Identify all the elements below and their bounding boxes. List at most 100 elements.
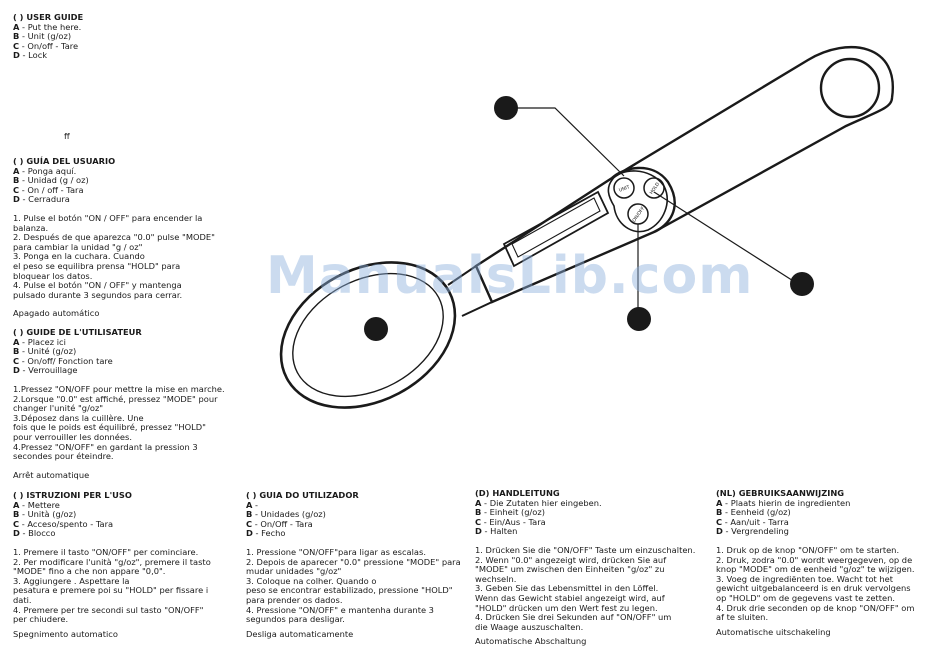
- item-a: A -: [246, 499, 259, 510]
- step-line: para cambiar la unidad "g / oz": [13, 241, 143, 252]
- unit-button-label: UNIT: [618, 184, 631, 193]
- item-b: B - Unité (g/oz): [13, 346, 77, 357]
- handle-hole: [819, 57, 881, 119]
- callout-marker-hold: [627, 307, 651, 331]
- guide-footer: Automatische Abschaltung: [475, 636, 587, 647]
- guide-pt: ( ) GUIA DO UTILIZADOR A - B - Unidades …: [246, 490, 461, 639]
- item-d: D - Blocco: [13, 528, 56, 539]
- guide-heading: ( ) GUÍA DEL USUARIO: [13, 156, 116, 166]
- step-line: changer l'unité "g/oz": [13, 403, 104, 414]
- step-line: 3. Coloque na colher. Quando o: [246, 575, 377, 586]
- step-line: pulsado durante 3 segundos para cerrar.: [13, 289, 183, 300]
- step-line: 2. Per modificare l'unità "g/oz", premer…: [13, 556, 211, 567]
- step-line: 1. Pressione "ON/OFF"para ligar as escal…: [246, 546, 426, 557]
- guide-heading: (NL) GEBRUIKSAANWIJZING: [716, 488, 845, 498]
- step-line: 2. Wenn "0.0" angezeigt wird, drücken Si…: [475, 554, 667, 565]
- step-line: secondes pour éteindre.: [13, 451, 114, 462]
- item-b: B - Unità (g/oz): [13, 509, 77, 520]
- guide-heading: ( ) GUIA DO UTILIZADOR: [246, 490, 359, 500]
- step-line: peso se encontrar estabilizado, pression…: [246, 585, 453, 596]
- button-cluster: [607, 170, 668, 233]
- step-line: 3.Déposez dans la cuillère. Une: [13, 412, 144, 423]
- step-line: 2. Depois de aparecer "0.0" pressione "M…: [246, 556, 461, 567]
- item-c: C - Acceso/spento - Tara: [13, 518, 114, 529]
- lcd-frame: [502, 190, 610, 268]
- handle-lower-edge: [653, 97, 894, 234]
- guide-fr: ( ) GUIDE DE L'UTILISATEUR A - Placez ic…: [13, 327, 225, 480]
- guide-footer: Automatische uitschakeling: [716, 626, 831, 637]
- item-b: B - Unidad (g / oz): [13, 175, 89, 186]
- item-b: B - Unit (g/oz): [13, 31, 72, 42]
- step-line: 1. Pulse el botón "ON / OFF" para encend…: [13, 212, 203, 223]
- step-line: 4. Drücken Sie drei Sekunden auf "ON/OFF…: [475, 612, 672, 623]
- watermark: ManualsLib.com: [266, 246, 754, 306]
- step-line: op "HOLD" om de gegevens vast te zetten.: [716, 592, 895, 603]
- item-c: C - On / off - Tara: [13, 184, 84, 195]
- item-a: A - Put the here.: [13, 21, 82, 32]
- step-line: 1.Pressez "ON/OFF pour mettre la mise en…: [13, 383, 225, 394]
- guide-de: (D) HANDLEITUNG A - Die Zutaten hier ein…: [475, 488, 696, 647]
- guide-nl: (NL) GEBRUIKSAANWIJZING A - Plaats hieri…: [716, 488, 915, 637]
- step-line: 1. Drücken Sie die "ON/OFF" Taste um ein…: [475, 544, 696, 555]
- guide-footer: Desliga automaticamente: [246, 628, 354, 639]
- item-a: A - Plaats hierin de ingredienten: [716, 497, 851, 508]
- step-line: 1. Premere il tasto "ON/OFF" per cominci…: [13, 546, 199, 557]
- guide-heading: ( ) GUIDE DE L'UTILISATEUR: [13, 327, 142, 337]
- step-line: el peso se equilibra prensa "HOLD" para: [13, 260, 181, 271]
- step-line: knop "MODE" om de eenheid "g/oz" te wijz…: [716, 564, 915, 575]
- step-line: 3. Voeg de ingrediënten toe. Wacht tot h…: [716, 573, 894, 584]
- unit-button[interactable]: [613, 177, 635, 199]
- step-line: 4. Pressione "ON/OFF" e mantenha durante…: [246, 604, 434, 615]
- step-line: 4. Premere per tre secondi sul tasto "ON…: [13, 604, 204, 615]
- step-line: 3. Ponga en la cuchara. Cuando: [13, 251, 145, 262]
- item-c: C - Aan/uit - Tarra: [716, 516, 789, 527]
- callout-marker-unit: [494, 96, 518, 120]
- item-d: D - Halten: [475, 526, 518, 537]
- callout-marker-bowl: [364, 317, 388, 341]
- step-line: 3. Geben Sie das Lebensmittel in den Löf…: [475, 583, 659, 594]
- item-c: C - On/Off - Tara: [246, 518, 313, 529]
- handle-upper-edge: [611, 46, 895, 180]
- step-line: 2. Después de que aparezca "0.0" pulse "…: [13, 232, 215, 243]
- item-a: A - Mettere: [13, 499, 60, 510]
- step-line: "HOLD" drücken um den Wert fest zu legen…: [475, 602, 658, 613]
- hold-button-label: HOLD: [649, 181, 662, 196]
- item-d: D - Cerradura: [13, 194, 70, 205]
- step-line: per chiudere.: [13, 614, 69, 625]
- guide-footer: Spegnimento automatico: [13, 628, 118, 639]
- leader-line-a: [514, 107, 625, 177]
- step-line: pesatura e premere poi su "HOLD" per fis…: [13, 585, 209, 596]
- stray-text: ff: [64, 131, 70, 141]
- guide-es: ( ) GUÍA DEL USUARIO A - Ponga aquí. B -…: [13, 156, 215, 319]
- guide-heading: (D) HANDLEITUNG: [475, 488, 560, 498]
- lcd-screen: [511, 197, 601, 258]
- item-c: C - On/off - Tare: [13, 40, 79, 51]
- step-line: 4. Druk drie seconden op de knop "ON/OFF…: [716, 602, 915, 613]
- item-d: D - Vergrendeling: [716, 526, 789, 537]
- step-line: af te sluiten.: [716, 612, 769, 623]
- step-line: dati.: [13, 594, 32, 605]
- step-line: "MODE" fino a che non appare "0,0".: [13, 566, 166, 577]
- item-d: D - Fecho: [246, 528, 286, 539]
- step-line: 2. Druk, zodra "0.0" wordt weergegeven, …: [716, 554, 913, 565]
- step-line: 4.Pressez "ON/OFF" en gardant la pressio…: [13, 441, 198, 452]
- step-line: 2.Lorsque "0.0" est affiché, pressez "MO…: [13, 393, 218, 404]
- step-line: balanza.: [13, 222, 49, 233]
- item-b: B - Eenheid (g/oz): [716, 507, 791, 518]
- guide-footer: Apagado automático: [13, 308, 100, 319]
- step-line: Wenn das Gewicht stabiel angezeigt wird,…: [475, 592, 665, 603]
- item-c: C - Ein/Aus - Tara: [475, 516, 546, 527]
- item-b: B - Einheit (g/oz): [475, 507, 545, 518]
- spoon-bowl-outer: [279, 261, 457, 409]
- guide-heading: ( ) ISTRUZIONI PER L'USO: [13, 490, 132, 500]
- step-line: "MODE" um zwischen den Einheiten "g/oz" …: [475, 564, 665, 575]
- hold-button[interactable]: [643, 177, 665, 199]
- step-line: 3. Aggiungere . Aspettare la: [13, 575, 130, 586]
- item-a: A - Ponga aquí.: [13, 165, 77, 176]
- step-line: 4. Pulse el botón "ON / OFF" y mantenga: [13, 280, 182, 291]
- item-a: A - Placez ici: [13, 336, 66, 347]
- callout-marker-on-off: [790, 272, 814, 296]
- step-line: segundos para desligar.: [246, 614, 345, 625]
- guide-heading: ( ) USER GUIDE: [13, 12, 84, 22]
